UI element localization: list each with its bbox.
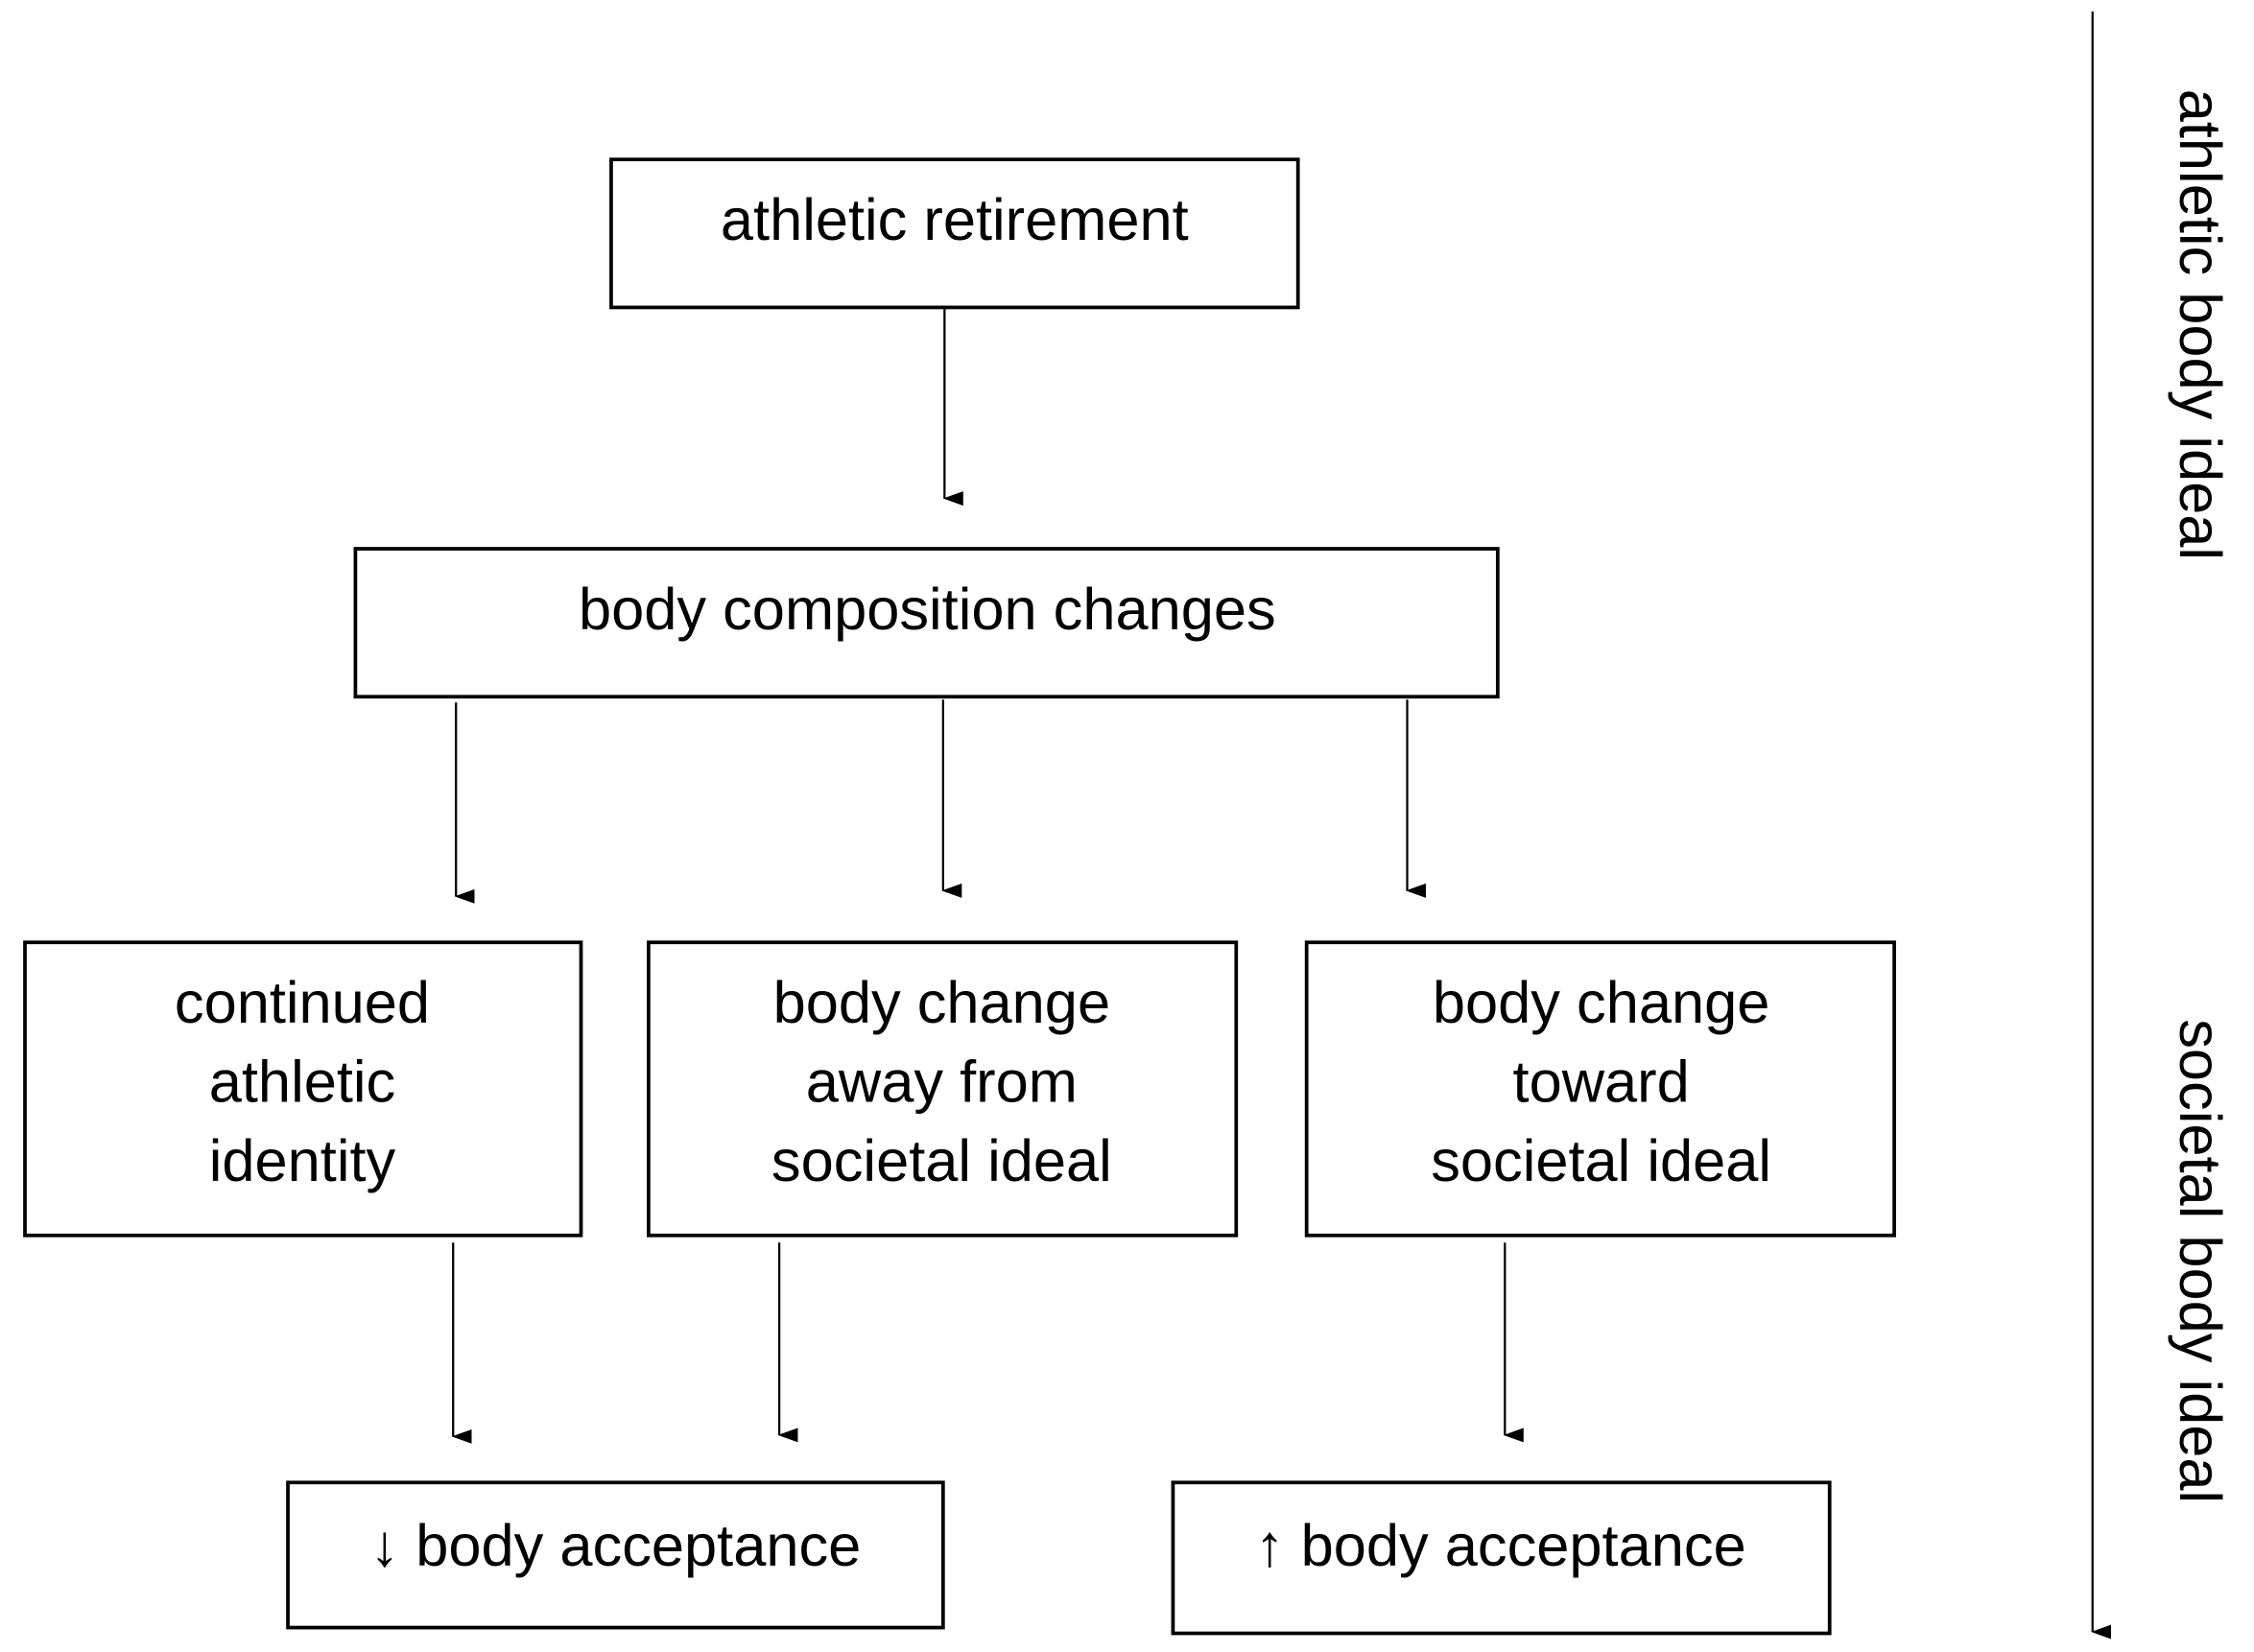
- node-continued-athletic-identity: continued athletic identity: [23, 940, 583, 1238]
- node-body-change-away: body change away from societal ideal: [646, 940, 1239, 1238]
- node-label: ↑ body acceptance: [1255, 1513, 1746, 1579]
- node-label-line: body change: [773, 970, 1111, 1036]
- node-label-line: athletic: [209, 1049, 395, 1115]
- node-label-line: identity: [209, 1128, 396, 1194]
- node-body-composition-changes: body composition changes: [353, 547, 1500, 699]
- node-decreased-body-acceptance: ↓ body acceptance: [286, 1480, 945, 1630]
- node-label-line: away from: [806, 1049, 1078, 1115]
- node-label: ↓ body acceptance: [370, 1513, 862, 1579]
- edges: [451, 11, 2112, 1640]
- node-body-change-toward: body change toward societal ideal: [1304, 940, 1896, 1238]
- node-label-line: body change: [1433, 970, 1770, 1036]
- node-label-line: continued: [175, 970, 430, 1036]
- node-increased-body-acceptance: ↑ body acceptance: [1171, 1480, 1832, 1636]
- node-label: athletic retirement: [721, 187, 1189, 253]
- axis-label-athletic-body-ideal: athletic body ideal: [2167, 89, 2233, 560]
- node-label: body composition changes: [579, 577, 1276, 643]
- node-label-line: toward: [1513, 1049, 1690, 1115]
- axis-label-societal-body-ideal: societal body ideal: [2167, 1019, 2233, 1503]
- node-athletic-retirement: athletic retirement: [609, 157, 1300, 310]
- node-label-line: societal ideal: [771, 1128, 1112, 1194]
- node-label-line: societal ideal: [1431, 1128, 1771, 1194]
